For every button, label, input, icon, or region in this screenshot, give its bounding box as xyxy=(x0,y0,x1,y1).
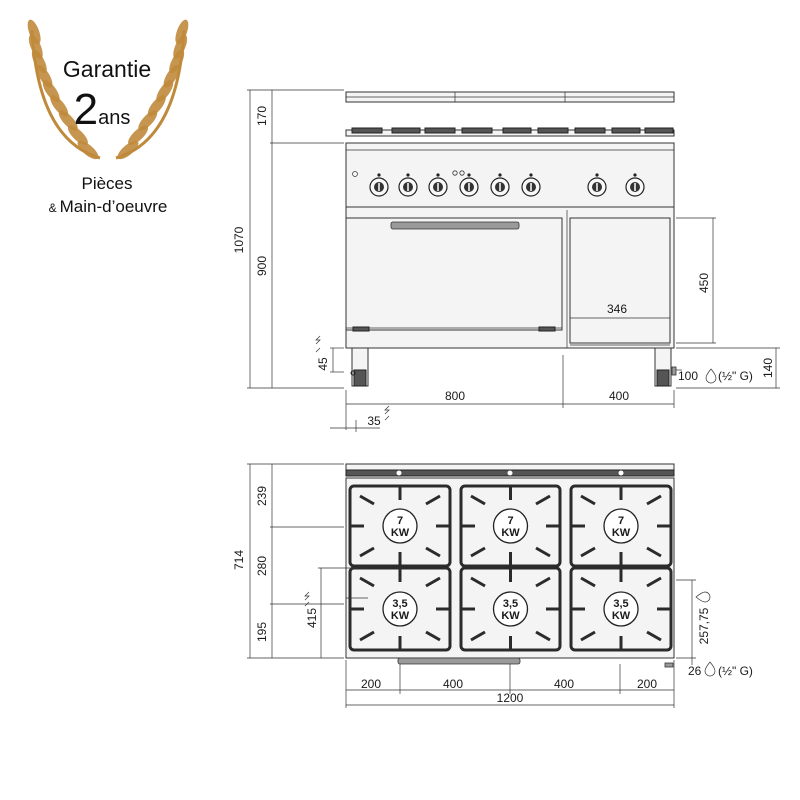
laurel-leaf xyxy=(128,125,149,145)
laurel-leaf xyxy=(67,125,88,145)
dim-width-4: 200 xyxy=(637,677,657,691)
badge-line-labour: &Main-d’oeuvre xyxy=(49,197,168,216)
dim-foot-offset: 35 xyxy=(367,414,381,428)
foot-offset-adjust-icon xyxy=(384,405,390,421)
control-knob-icon xyxy=(490,173,510,197)
burner-unit: KW xyxy=(501,610,520,622)
dim-gas-depth: 257,75 xyxy=(697,607,711,644)
foot-adjust-icon xyxy=(315,335,321,353)
front-knobs xyxy=(369,170,645,197)
dim-total-height: 1070 xyxy=(232,226,246,253)
laurel-leaf xyxy=(28,34,43,59)
front-gas-thread: (½" G) xyxy=(718,369,753,383)
control-knob-icon xyxy=(369,173,389,197)
dim-oven-width: 800 xyxy=(445,389,465,403)
gas-drop-icon-top-2 xyxy=(704,661,716,677)
burner-icon xyxy=(492,508,529,544)
dim-gas-offset: 26 xyxy=(688,664,702,678)
front-view: 1070 170 900 45 800 400 35 346 450 140 1… xyxy=(232,89,780,432)
burner-grate: 3,5KW xyxy=(348,566,452,652)
dim-door-height: 450 xyxy=(697,273,711,293)
laurel-wreath-icon xyxy=(27,19,189,160)
burner-icon xyxy=(382,508,418,544)
dim-cabinet-width: 400 xyxy=(609,389,629,403)
burner-grate: 7KW xyxy=(348,484,452,568)
top-gas-thread: (½" G) xyxy=(718,664,753,678)
front-dimensions xyxy=(247,89,780,432)
burner-grate: 3,5KW xyxy=(569,566,673,652)
top-dimensions xyxy=(247,463,696,708)
control-knob-icon xyxy=(587,173,607,197)
dim-top-height: 170 xyxy=(255,106,269,126)
badge-labour: Main-d’oeuvre xyxy=(60,197,168,216)
badge-years: 2ans xyxy=(74,85,131,134)
burner-icon xyxy=(492,591,529,627)
control-knob-icon xyxy=(625,173,645,197)
burner-power: 7 xyxy=(397,515,403,527)
laurel-leaf xyxy=(77,140,99,160)
burner-icon xyxy=(603,591,639,627)
burner-power: 7 xyxy=(618,515,624,527)
control-knob-icon xyxy=(521,173,541,197)
dim-front: 195 xyxy=(255,622,269,642)
burner-icon xyxy=(382,591,418,627)
oven-handle xyxy=(390,221,520,230)
burner-grate: 7KW xyxy=(569,484,673,568)
burner-unit: KW xyxy=(501,527,520,539)
dim-right-height: 140 xyxy=(761,358,775,378)
badge-amp: & xyxy=(49,201,57,215)
burner-icon xyxy=(603,508,639,544)
dim-connection: 415 xyxy=(305,608,319,628)
front-pan-supports xyxy=(345,127,675,137)
dim-rear: 239 xyxy=(255,486,269,506)
dim-width-2: 400 xyxy=(443,677,463,691)
warranty-badge: Garantie 2ans Pièces &Main-d’oeuvre xyxy=(27,19,189,216)
burner-grate: 7KW xyxy=(459,484,562,568)
badge-line-parts: Pièces xyxy=(81,174,132,193)
dim-width-1: 200 xyxy=(361,677,381,691)
burner-grate: 3,5KW xyxy=(459,566,562,652)
laurel-leaf xyxy=(173,34,188,59)
gas-drop-icon xyxy=(705,368,717,384)
burner-unit: KW xyxy=(391,527,410,539)
connection-adjust-icon xyxy=(304,591,310,607)
dim-total-depth: 714 xyxy=(232,550,246,570)
oven-door xyxy=(345,217,563,331)
dim-gas-height: 100 xyxy=(678,369,698,383)
control-knob-icon xyxy=(459,173,479,197)
burner-unit: KW xyxy=(391,610,410,622)
front-gas-connection xyxy=(350,370,356,376)
front-rail xyxy=(397,657,521,665)
dim-middle: 280 xyxy=(255,556,269,576)
gas-drop-icon-top xyxy=(695,591,711,603)
burner-power: 3,5 xyxy=(503,598,518,610)
badge-years-unit: ans xyxy=(98,107,130,129)
dim-width-3: 400 xyxy=(554,677,574,691)
dim-door-width: 346 xyxy=(607,302,627,316)
badge-title: Garantie xyxy=(63,56,151,82)
laurel-leaf xyxy=(27,19,41,45)
burner-power: 7 xyxy=(507,515,513,527)
burner-unit: KW xyxy=(612,527,631,539)
front-control-panel xyxy=(345,142,675,208)
control-knob-icon xyxy=(398,173,418,197)
burner-power: 3,5 xyxy=(392,598,407,610)
burner-unit: KW xyxy=(612,610,631,622)
control-knob-icon xyxy=(428,173,448,197)
badge-years-number: 2 xyxy=(74,85,98,134)
dim-foot-range: 45 xyxy=(316,357,330,371)
burner-power: 3,5 xyxy=(613,598,628,610)
laurel-leaf xyxy=(117,140,139,160)
laurel-leaf xyxy=(175,19,189,45)
front-feet xyxy=(351,347,672,387)
dim-body-height: 900 xyxy=(255,256,269,276)
cabinet-door xyxy=(569,217,671,344)
dim-total-width: 1200 xyxy=(497,691,524,705)
